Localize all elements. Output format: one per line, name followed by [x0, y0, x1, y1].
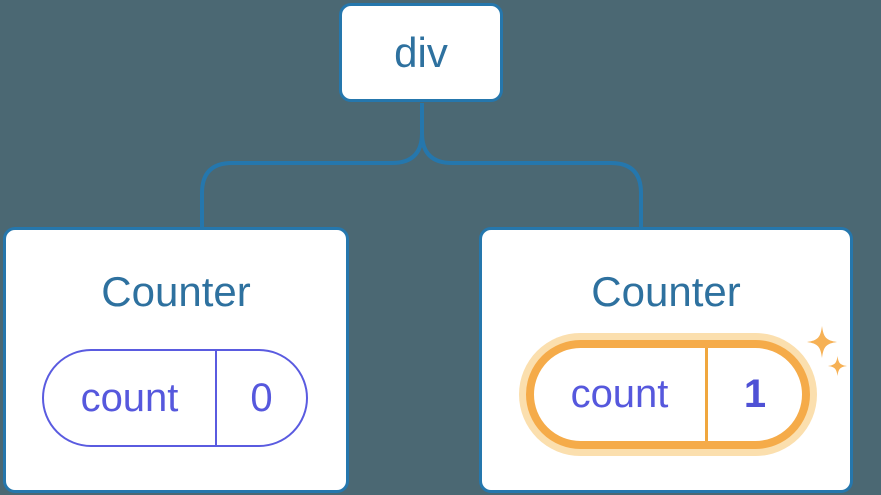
state-label-cell: count — [44, 351, 217, 445]
state-value-cell: 0 — [217, 351, 306, 445]
sparkle-icon — [807, 326, 837, 358]
state-value: 0 — [250, 375, 273, 420]
connector-right-branch — [420, 103, 643, 228]
sparkle-icon — [828, 356, 847, 376]
component-title: Counter — [591, 268, 741, 315]
component-card-counter-left: Counter count 0 — [3, 227, 349, 493]
state-pill: count 0 — [42, 349, 308, 447]
component-card-counter-right: Counter count 1 — [479, 227, 853, 493]
root-node-label: div — [394, 28, 448, 76]
state-label: count — [80, 375, 179, 420]
state-pill-highlighted: count 1 — [526, 340, 810, 449]
tree-node-div: div — [339, 3, 503, 102]
state-label: count — [570, 372, 669, 416]
connector-left-branch — [200, 103, 424, 228]
state-value-cell: 1 — [708, 348, 802, 441]
state-value: 1 — [743, 372, 767, 416]
state-label-cell: count — [534, 348, 708, 441]
component-title: Counter — [101, 268, 251, 315]
